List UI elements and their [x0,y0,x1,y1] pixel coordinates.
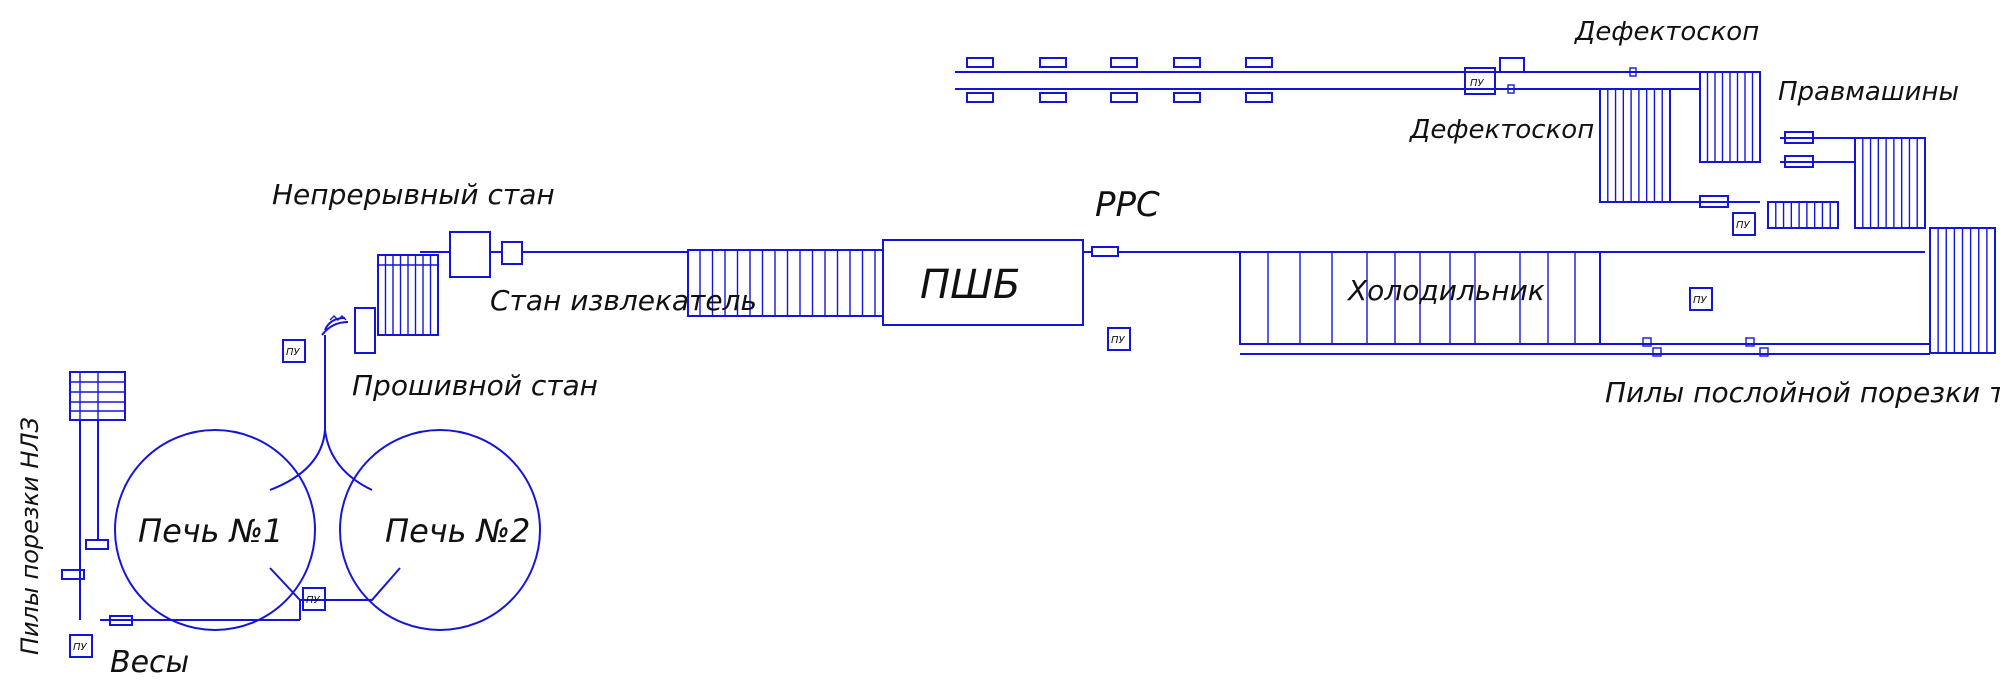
nlz-saw-1 [85,539,109,550]
furnace-1 [114,429,316,631]
label-piercing-mill: Прошивной стан [352,369,598,402]
piercing-mill-area [100,254,439,621]
pu-cooler: ПУ [1689,287,1713,311]
scales-unit [109,615,133,626]
label-defectoscope-mid: Дефектоскоп [1409,115,1594,145]
pu-piercing: ПУ [282,339,306,363]
roller-bottom-3 [1110,92,1138,103]
roller-top-1 [966,57,994,68]
roller-bottom-5 [1245,92,1273,103]
pu-straighteners: ПУ [1732,212,1756,236]
roller-top-4 [1173,57,1201,68]
defectoscope-top-group [1524,67,1700,77]
piercing-mill-stand [354,307,376,354]
top-transfer-line: ПУ [955,57,1700,103]
pu-scales: ПУ [69,634,93,658]
label-straighteners: Правмашины [1778,77,1959,107]
label-cooler: Холодильник [1346,274,1545,307]
rrs-unit [1091,246,1119,257]
extractor-mill-stand [501,241,523,265]
roller-top-5 [1245,57,1273,68]
svg-text:ПУ: ПУ [1736,220,1751,231]
svg-text:ПУ: ПУ [1111,335,1126,346]
label-furnace-1: Печь №1 [138,512,283,550]
svg-text:ПУ: ПУ [1693,295,1708,306]
pu-pshb: ПУ [1107,327,1131,351]
control-panels: ПУ ПУ ПУ ПУ ПУ ПУ [69,212,1756,658]
furnace-2 [339,429,541,631]
straightener-machine-2 [1784,155,1814,168]
continuous-mill-stand [449,231,491,278]
roller-top-2 [1039,57,1067,68]
furnaces [114,429,541,631]
svg-text:ПУ: ПУ [73,642,88,653]
label-furnace-2: Печь №2 [385,512,530,550]
defectoscope-sensor [1507,84,1515,94]
label-extractor-mill: Стан извлекатель [490,284,757,317]
straightener-machine-3 [1699,195,1729,208]
pu-top-label: ПУ [1470,78,1485,89]
label-nlz-saws: Пилы порезки НЛЗ [16,417,44,655]
pu-furnaces: ПУ [302,587,326,611]
svg-text:ПУ: ПУ [306,595,321,606]
roller-bottom-1 [966,92,994,103]
straightener-table-3 [1767,201,1839,229]
pu-top-box [1464,67,1496,95]
main-line [420,231,1930,357]
nlz-saws-area [61,371,133,626]
straightener-stacks [1599,71,1996,354]
label-continuous-mill: Непрерывный стан [272,178,555,211]
defectoscope-table [1599,88,1671,203]
label-rrs: РРС [1095,185,1160,225]
pshb-unit [882,239,1084,326]
svg-text:ПУ: ПУ [286,347,301,358]
label-cut-saws: Пилы послойной порезки труб [1605,376,2000,409]
straightener-table-2 [1854,137,1926,229]
label-pshb: ПШБ [920,262,1020,308]
roller-bottom-2 [1039,92,1067,103]
straightener-connectors [1600,131,1855,208]
label-scales: Весы [110,645,189,680]
label-defectoscope-top: Дефектоскоп [1574,17,1759,47]
pocket-small [1499,57,1525,73]
straightener-machine-1 [1784,131,1814,144]
nlz-saw-2 [61,569,85,580]
roller-top-3 [1110,57,1138,68]
roller-bottom-4 [1173,92,1201,103]
